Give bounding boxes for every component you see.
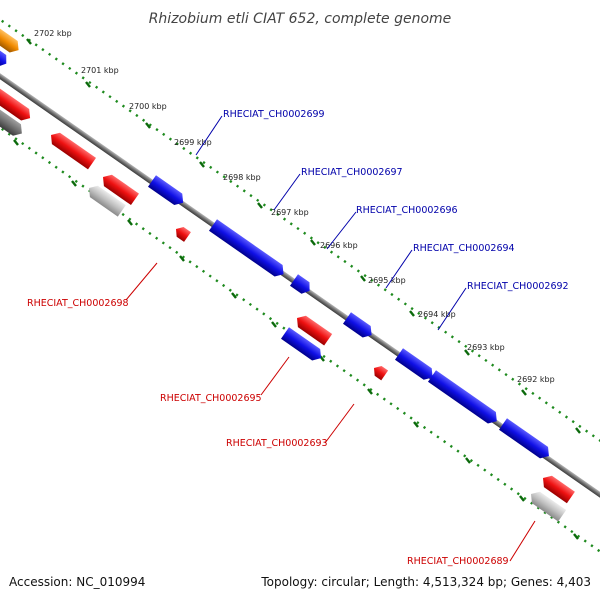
gene-orange bbox=[0, 27, 19, 53]
gene-red-3 bbox=[297, 315, 333, 346]
gene-blue-edge bbox=[0, 49, 7, 67]
ruler-label-2697: 2697 kbp bbox=[271, 208, 309, 217]
ruler-label-2693: 2693 kbp bbox=[467, 343, 505, 352]
ruler-label-2694: 2694 kbp bbox=[418, 310, 456, 319]
gene-blue-3 bbox=[289, 274, 310, 294]
gene-label-forward[interactable]: RHECIAT_CH0002696 bbox=[356, 205, 458, 216]
gene-red-small-2 bbox=[374, 365, 389, 381]
ruler-label-2698: 2698 kbp bbox=[223, 173, 261, 182]
gene-label-forward[interactable]: RHECIAT_CH0002699 bbox=[223, 109, 325, 120]
gene-label-forward[interactable]: RHECIAT_CH0002697 bbox=[301, 167, 403, 178]
ruler-label-2702: 2702 kbp bbox=[34, 29, 72, 38]
ruler-label-2692: 2692 kbp bbox=[517, 375, 555, 384]
gene-label-reverse[interactable]: RHECIAT_CH0002689 bbox=[407, 556, 509, 567]
gene-blue-4 bbox=[280, 327, 322, 361]
forward-leader-lines bbox=[195, 115, 467, 331]
gene-label-forward[interactable]: RHECIAT_CH0002692 bbox=[467, 281, 569, 292]
gene-blue-7 bbox=[427, 370, 497, 424]
gene-dark-edge bbox=[0, 108, 22, 136]
gene-blue-5 bbox=[342, 312, 372, 338]
gene-red-1 bbox=[51, 132, 97, 170]
gene-blue-6 bbox=[394, 348, 433, 380]
gene-blue-8 bbox=[498, 418, 549, 459]
gene-grey-1 bbox=[89, 185, 126, 217]
reverse-gene-labels: RHECIAT_CH0002698 RHECIAT_CH0002695 RHEC… bbox=[27, 298, 509, 567]
ruler-label-2695: 2695 kbp bbox=[368, 276, 406, 285]
gene-label-reverse[interactable]: RHECIAT_CH0002695 bbox=[160, 393, 262, 404]
gene-label-reverse[interactable]: RHECIAT_CH0002698 bbox=[27, 298, 129, 309]
gene-blue-2 bbox=[208, 219, 284, 277]
ruler-labels: 2702 kbp 2701 kbp 2700 kbp 2699 kbp 2698… bbox=[34, 29, 555, 384]
outer-tick-track bbox=[0, 18, 600, 442]
ruler-label-2701: 2701 kbp bbox=[81, 66, 119, 75]
gene-red-2 bbox=[103, 174, 139, 206]
gene-features bbox=[0, 27, 575, 522]
topology-text: Topology: circular; Length: 4,513,324 bp… bbox=[260, 575, 591, 589]
gene-label-reverse[interactable]: RHECIAT_CH0002693 bbox=[226, 438, 328, 449]
ruler-label-2700: 2700 kbp bbox=[129, 102, 167, 111]
accession-text: Accession: NC_010994 bbox=[9, 575, 145, 589]
gene-blue-1 bbox=[147, 175, 184, 206]
forward-gene-labels: RHECIAT_CH0002699 RHECIAT_CH0002697 RHEC… bbox=[223, 109, 569, 292]
ruler-label-2699: 2699 kbp bbox=[174, 138, 212, 147]
map-title: Rhizobium etli CIAT 652, complete genome bbox=[149, 11, 452, 27]
gene-label-forward[interactable]: RHECIAT_CH0002694 bbox=[413, 243, 515, 254]
ruler-label-2696: 2696 kbp bbox=[320, 241, 358, 250]
gene-red-edge bbox=[0, 87, 31, 121]
gene-grey-2 bbox=[531, 491, 567, 522]
gene-red-small bbox=[176, 226, 191, 242]
reverse-leader-lines bbox=[125, 262, 536, 562]
gene-red-4 bbox=[543, 475, 575, 504]
